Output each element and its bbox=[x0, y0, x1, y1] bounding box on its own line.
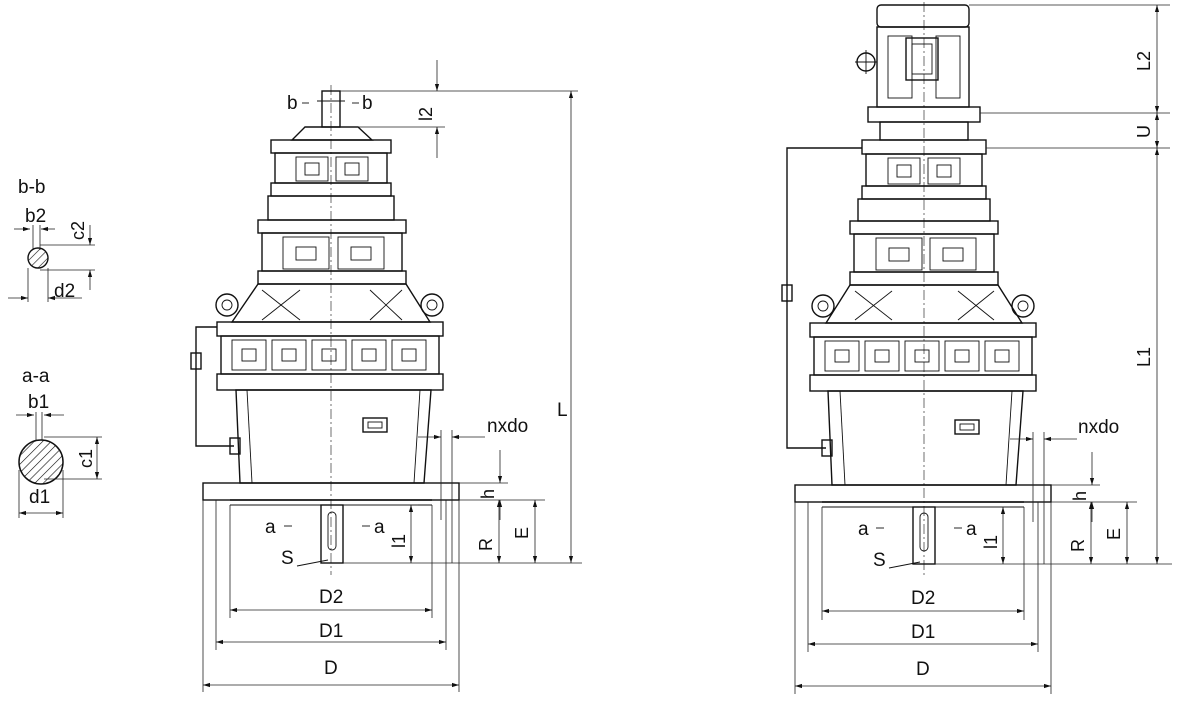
right-L1-label: L1 bbox=[1134, 347, 1154, 367]
section-bb-d-label: d2 bbox=[54, 281, 75, 302]
section-bb-b-label: b2 bbox=[25, 206, 46, 227]
section-aa-c-label: c1 bbox=[76, 449, 96, 468]
left-l1-label: l1 bbox=[389, 534, 409, 548]
left-E-label: E bbox=[512, 527, 532, 539]
reducer-left-view: b b bbox=[190, 60, 582, 692]
left-s-label: S bbox=[281, 548, 294, 569]
right-D1-label: D1 bbox=[911, 622, 935, 643]
right-output-shaft bbox=[912, 506, 936, 565]
left-cut-a-left: a bbox=[265, 517, 276, 538]
right-D-label: D bbox=[916, 659, 930, 680]
right-nxdo-label: nxdo bbox=[1078, 417, 1119, 438]
right-D2-label: D2 bbox=[911, 588, 935, 609]
right-R-label: R bbox=[1068, 539, 1088, 552]
right-E-label: E bbox=[1104, 528, 1124, 540]
reducer-right-view: a a S L2 U L1 nxdo h R E bbox=[781, 2, 1172, 694]
left-D2-label: D2 bbox=[319, 587, 343, 608]
right-U-label: U bbox=[1134, 125, 1154, 138]
left-D-label: D bbox=[324, 658, 338, 679]
section-aa-d-label: d1 bbox=[29, 487, 50, 508]
left-cut-b-left: b bbox=[287, 93, 298, 114]
right-l1-label: l1 bbox=[981, 535, 1001, 549]
section-bb-c-label: c2 bbox=[68, 221, 88, 240]
section-a-a: a-a b1 c1 d1 bbox=[16, 366, 102, 518]
left-D1-label: D1 bbox=[319, 621, 343, 642]
right-cut-a-left: a bbox=[858, 519, 869, 540]
right-L2-label: L2 bbox=[1134, 51, 1154, 71]
left-output-shaft bbox=[320, 504, 344, 564]
section-b-b: b-b b2 c2 d2 bbox=[8, 177, 95, 302]
left-cut-a-right: a bbox=[374, 517, 385, 538]
left-cut-b-right: b bbox=[362, 93, 373, 114]
right-s-label: S bbox=[873, 550, 886, 571]
motor-cap bbox=[876, 4, 970, 28]
left-L-label: L bbox=[557, 400, 568, 421]
left-l2-label: l2 bbox=[416, 107, 436, 121]
left-h-label: h bbox=[478, 489, 498, 499]
right-mount-flange bbox=[794, 484, 1052, 503]
right-h-label: h bbox=[1070, 491, 1090, 501]
section-aa-title: a-a bbox=[22, 366, 50, 387]
shaft-section-aa bbox=[18, 439, 64, 485]
shaft-section-bb bbox=[27, 247, 49, 269]
left-nxdo-label: nxdo bbox=[487, 416, 528, 437]
section-bb-title: b-b bbox=[18, 177, 45, 198]
left-R-label: R bbox=[476, 538, 496, 551]
section-aa-b-label: b1 bbox=[28, 392, 49, 413]
motor-body bbox=[876, 26, 970, 108]
right-cut-a-right: a bbox=[966, 519, 977, 540]
